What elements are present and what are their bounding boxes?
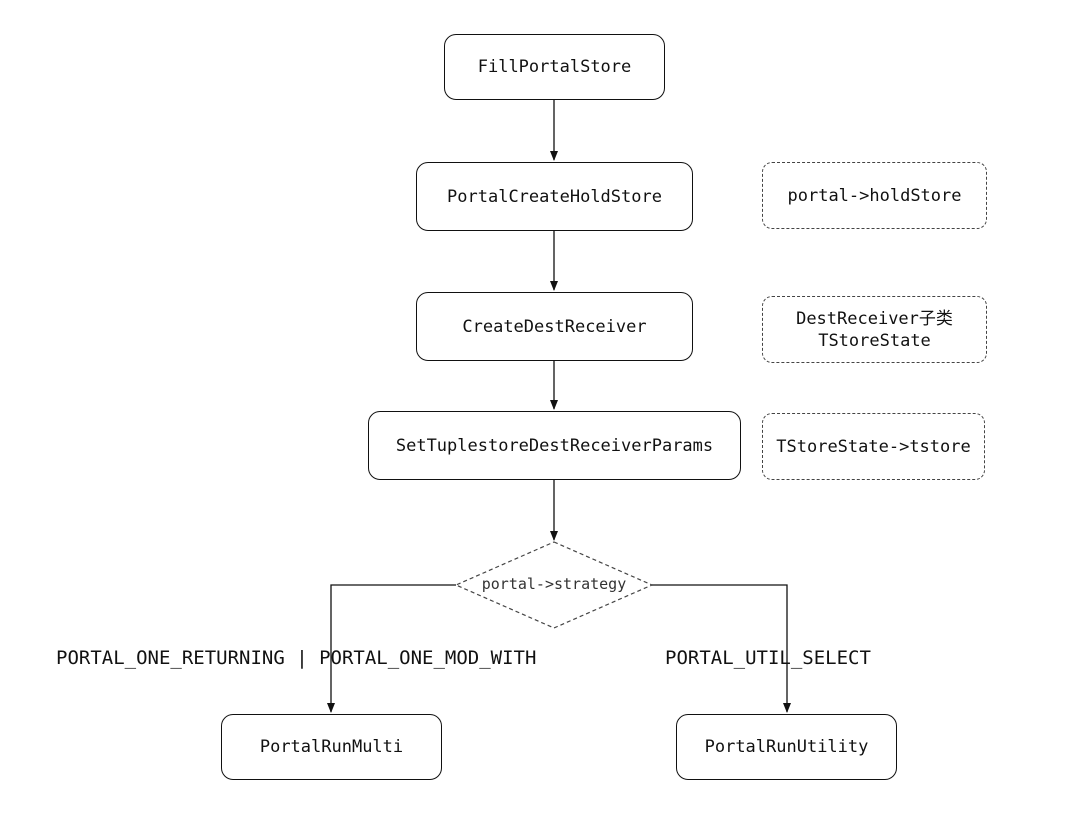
note-tstore-label: TStoreState->tstore <box>776 436 971 457</box>
edge-decision-to-run-multi <box>327 584 456 713</box>
node-fill-portal-store: FillPortalStore <box>444 34 665 100</box>
node-set-tuplestore-params: SetTuplestoreDestReceiverParams <box>368 411 741 480</box>
node-portal-run-utility: PortalRunUtility <box>676 714 897 780</box>
node-portal-create-hold-store: PortalCreateHoldStore <box>416 162 693 231</box>
branch-label-right: PORTAL_UTIL_SELECT <box>665 647 871 669</box>
node-portal-run-multi: PortalRunMulti <box>221 714 442 780</box>
node-portal-create-hold-store-label: PortalCreateHoldStore <box>447 186 662 207</box>
edge-decision-to-run-utility <box>652 584 791 713</box>
decision-label: portal->strategy <box>481 575 627 593</box>
note-dest-receiver: DestReceiver子类 TStoreState <box>762 296 987 363</box>
node-portal-run-utility-label: PortalRunUtility <box>704 737 869 757</box>
branch-label-left: PORTAL_ONE_RETURNING | PORTAL_ONE_MOD_WI… <box>56 647 537 669</box>
node-portal-run-multi-label: PortalRunMulti <box>259 737 404 757</box>
decision-diamond <box>454 541 654 629</box>
note-dest-receiver-line2: TStoreState <box>818 330 931 351</box>
note-hold-store-label: portal->holdStore <box>787 185 962 206</box>
node-fill-portal-store-label: FillPortalStore <box>477 57 632 77</box>
node-set-tuplestore-params-label: SetTuplestoreDestReceiverParams <box>395 435 714 456</box>
node-create-dest-receiver: CreateDestReceiver <box>416 292 693 361</box>
note-dest-receiver-line1: DestReceiver子类 <box>796 308 953 329</box>
node-create-dest-receiver-label: CreateDestReceiver <box>462 316 647 337</box>
note-hold-store: portal->holdStore <box>762 162 987 229</box>
note-tstore: TStoreState->tstore <box>762 413 985 480</box>
